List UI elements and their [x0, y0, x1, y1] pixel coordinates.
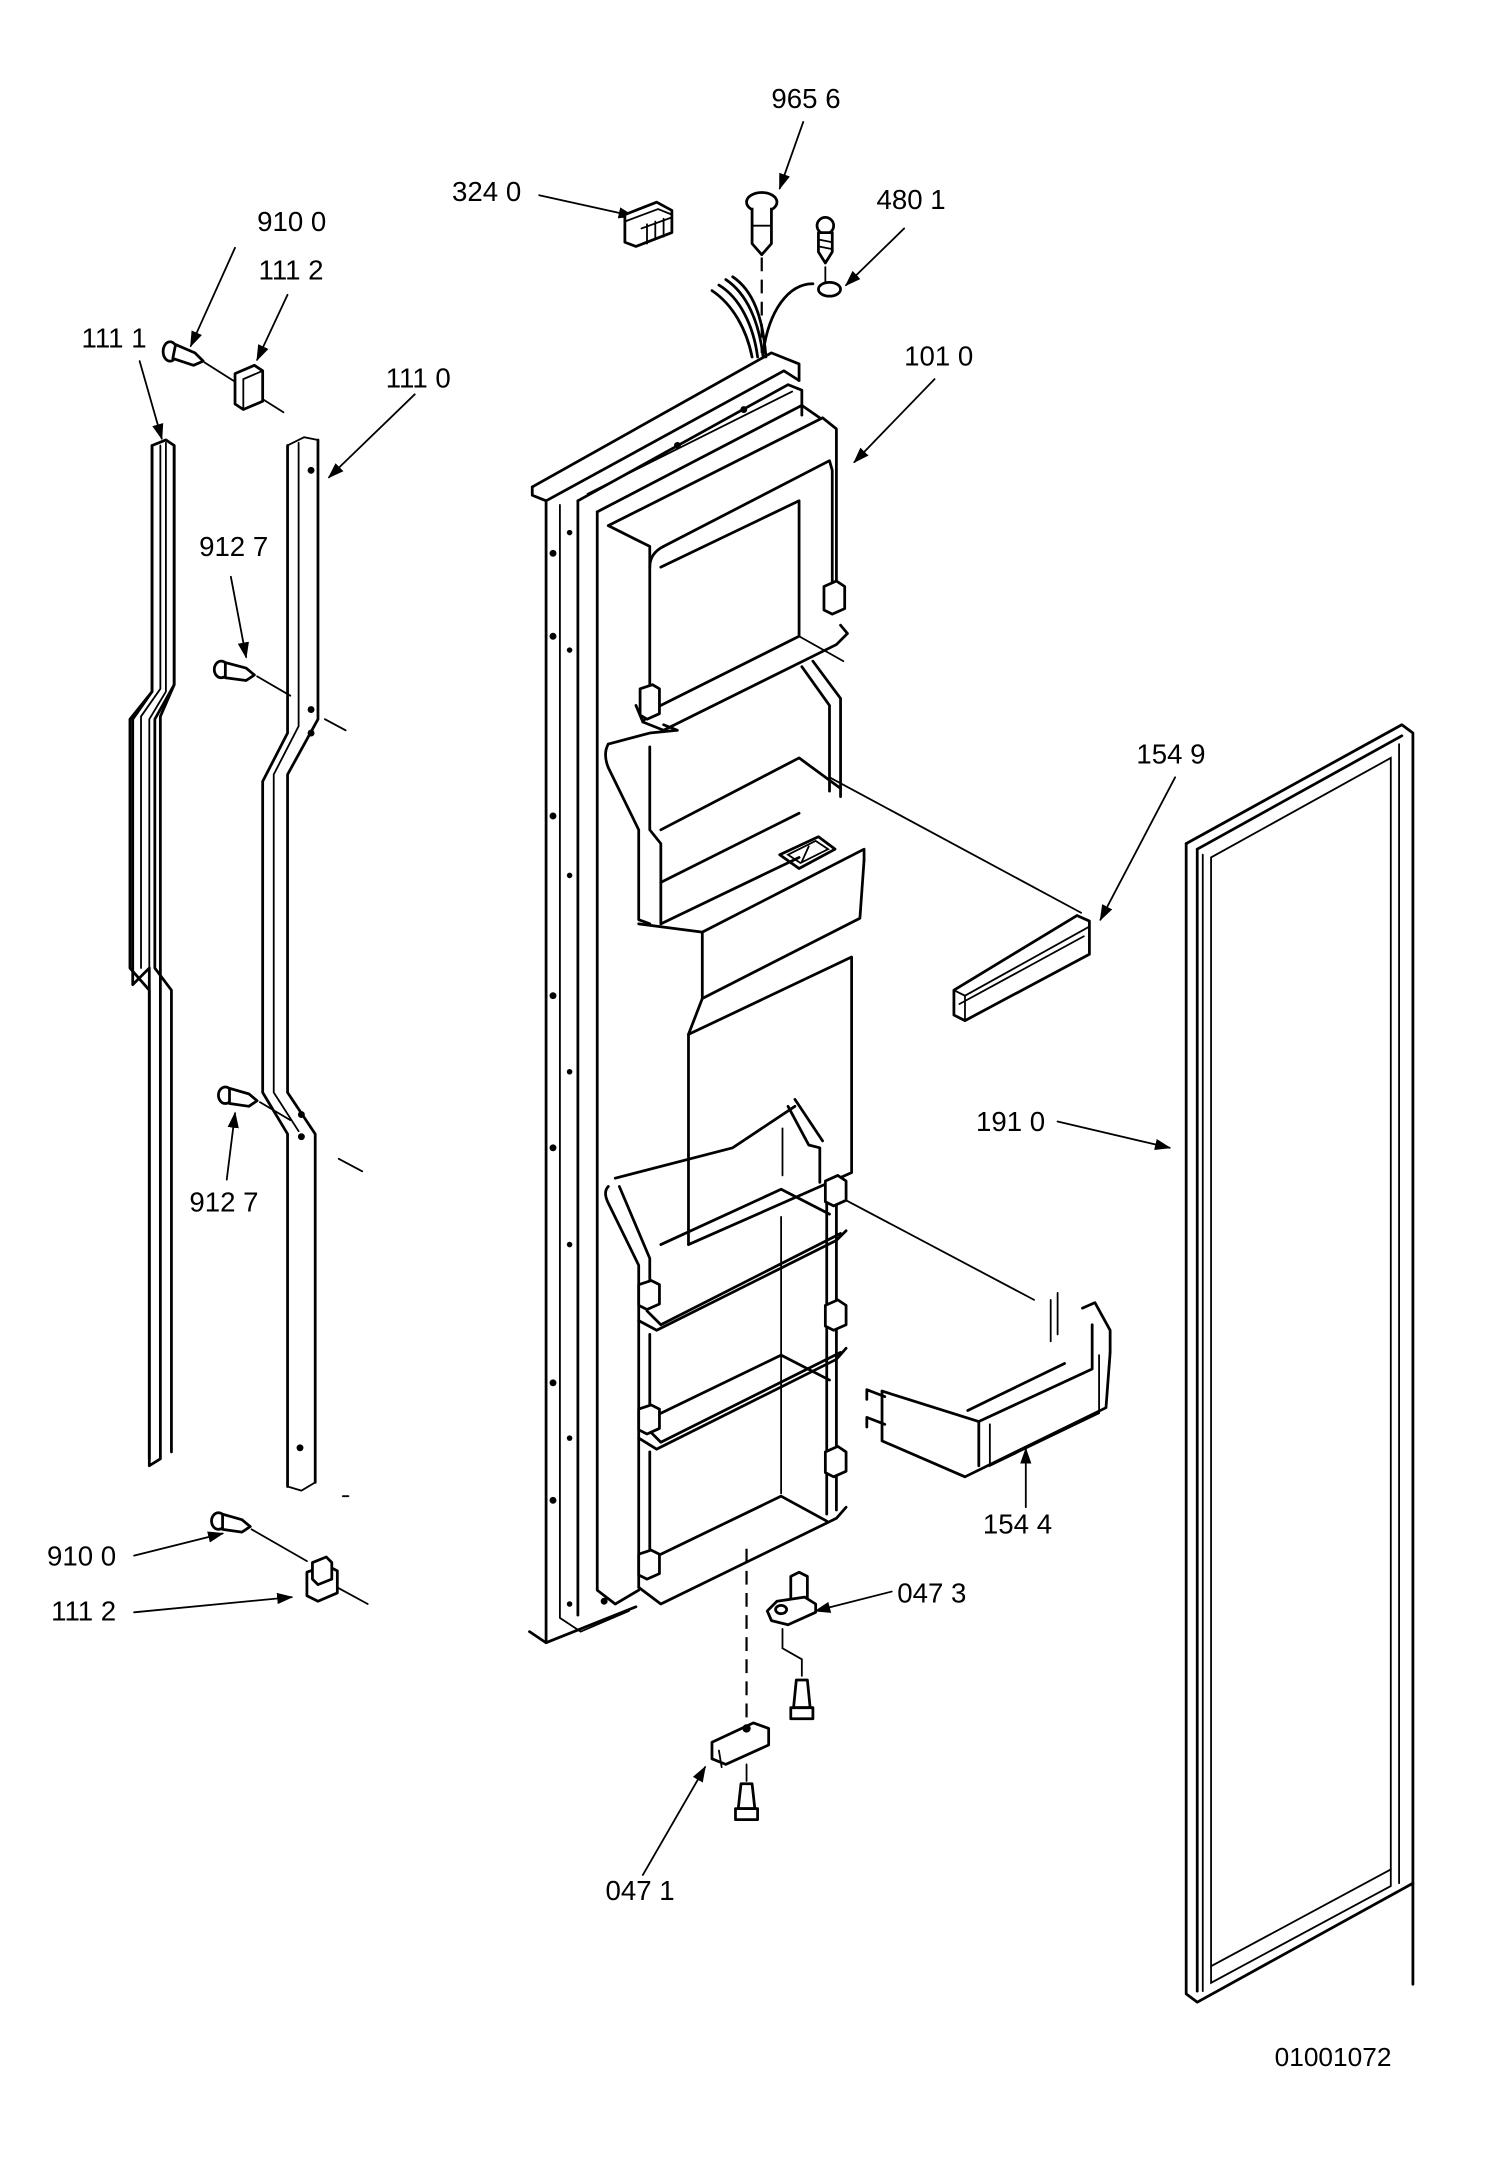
- leader-0473: [814, 1590, 893, 1613]
- part-gasket-1910: [1184, 723, 1415, 2004]
- part-hinge-pin-0473: [765, 1570, 818, 1677]
- callout-label-9100-bottom: 910 0: [47, 1540, 116, 1571]
- callout-label-1110: 111 0: [386, 362, 451, 393]
- callout-label-9127-top: 912 7: [199, 531, 268, 562]
- leader-9656: [778, 121, 805, 190]
- callout-label-0473: 047 3: [897, 1578, 966, 1609]
- part-endcap-1112-top: [233, 363, 265, 411]
- callout-label-9127-bottom: 912 7: [189, 1186, 258, 1217]
- part-door-bin-1544: [865, 1292, 1112, 1479]
- callout-label-9656: 965 6: [771, 83, 840, 114]
- leader-9100-top: [189, 246, 236, 348]
- part-screw-4801: [815, 215, 836, 285]
- callout-label-1111: 111 1: [82, 322, 147, 353]
- leader-1910: [1056, 1120, 1172, 1150]
- leader-1111: [138, 360, 164, 441]
- callout-label-9100-top: 910 0: [257, 206, 326, 237]
- part-switch-9656: [745, 191, 779, 353]
- part-screw-9100-bottom: [210, 1511, 308, 1563]
- diagram-reference-number: 01001072: [1275, 2042, 1392, 2072]
- leader-9127-top: [229, 575, 249, 659]
- part-endcap-1112-bottom: [305, 1555, 369, 1605]
- callout-label-1544: 154 4: [983, 1509, 1052, 1540]
- part-hinge-screw-0473: [789, 1678, 815, 1721]
- part-hinge-bracket-0471: [710, 1721, 771, 1782]
- part-handle-trim-1111: [128, 438, 176, 1468]
- part-screw-9127-top: [212, 659, 292, 697]
- callout-label-1010: 101 0: [904, 340, 973, 371]
- callout-label-1112-bottom: 111 2: [51, 1596, 116, 1627]
- leader-1549: [1099, 776, 1177, 922]
- part-hinge-screw-0471: [734, 1782, 759, 1822]
- leader-1112-bottom: [133, 1592, 294, 1614]
- part-handle-1110: [261, 436, 364, 1498]
- callout-label-0471: 047 1: [606, 1875, 675, 1906]
- leader-1110: [327, 393, 416, 479]
- leader-9100-bottom: [133, 1531, 225, 1557]
- part-door-assembly-1010: [528, 351, 1083, 1645]
- part-connector-3240: [623, 200, 674, 248]
- leader-1112-top: [256, 293, 289, 362]
- part-wire-harness: [710, 275, 842, 359]
- leader-1010: [853, 378, 936, 464]
- callout-label-1549: 154 9: [1136, 738, 1205, 769]
- part-shelf-bar-1549: [952, 914, 1091, 1022]
- part-screw-9100-top: [161, 340, 285, 414]
- callout-label-3240: 324 0: [452, 176, 521, 207]
- door-screw-holes: [549, 406, 748, 1607]
- part-screw-9127-bottom: [217, 1085, 292, 1122]
- callout-label-1910: 191 0: [976, 1106, 1045, 1137]
- leader-3240: [538, 194, 635, 219]
- leader-0471: [641, 1765, 706, 1876]
- leader-arrows: [133, 121, 1177, 1876]
- callout-label-1112-top: 111 2: [259, 255, 324, 286]
- callout-label-4801: 480 1: [876, 184, 945, 215]
- leader-4801: [844, 227, 906, 287]
- leader-9127-bottom: [225, 1111, 239, 1181]
